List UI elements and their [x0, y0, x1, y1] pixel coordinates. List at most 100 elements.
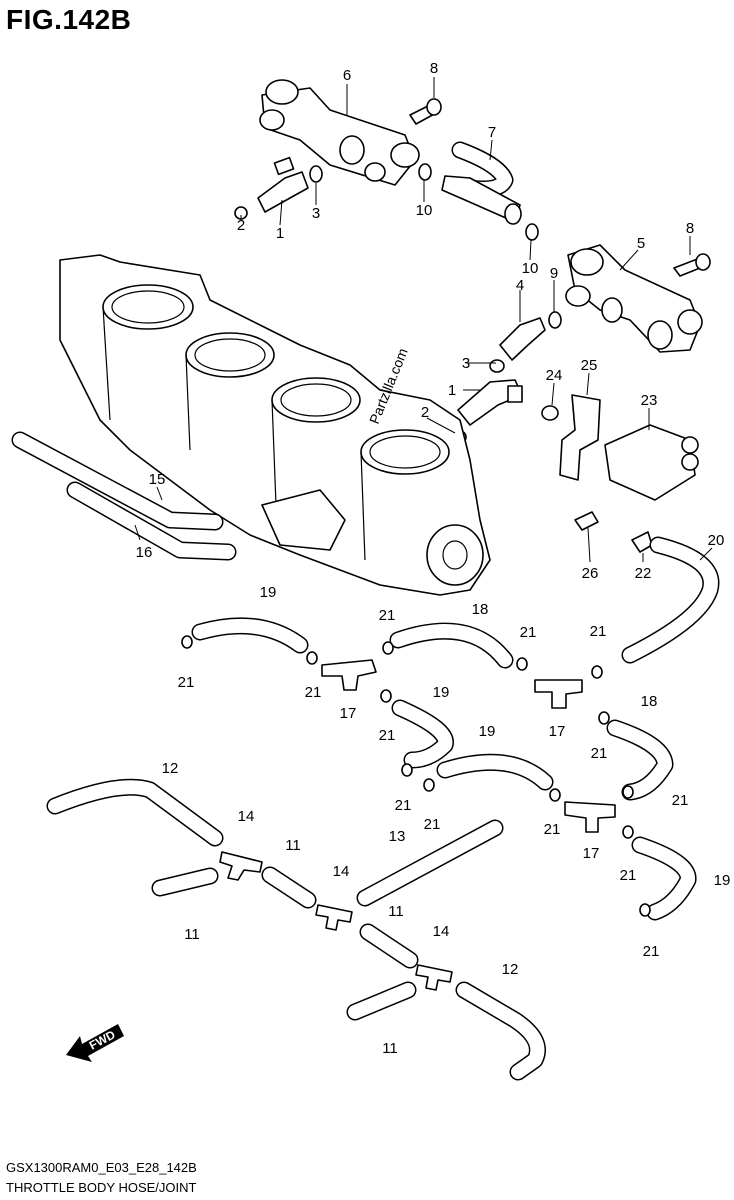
hose-11-a	[151, 867, 219, 897]
hose-19-mid	[391, 699, 454, 769]
screw-26	[574, 511, 599, 531]
callout-23: 23	[641, 392, 658, 409]
callout-19: 19	[260, 584, 277, 601]
callout-21: 21	[424, 816, 441, 833]
callout-11: 11	[388, 903, 404, 920]
joint-17-right	[564, 801, 616, 833]
hose-12-left	[46, 778, 224, 847]
callout-21: 21	[544, 821, 561, 838]
callout-10: 10	[416, 202, 433, 219]
callout-21: 21	[643, 943, 660, 960]
callout-21: 21	[520, 624, 537, 641]
callout-19: 19	[479, 723, 496, 740]
callout-21: 21	[395, 797, 412, 814]
callout-1: 1	[276, 225, 284, 242]
bolt-upper	[409, 98, 442, 125]
callout-2: 2	[421, 404, 429, 421]
callout-22: 22	[635, 565, 652, 582]
nut-24	[541, 405, 559, 421]
throttle-body-assembly	[59, 254, 491, 596]
callout-26: 26	[582, 565, 599, 582]
callout-16: 16	[136, 544, 153, 561]
callout-21: 21	[591, 745, 608, 762]
hose-19-right	[631, 836, 697, 921]
callout-8: 8	[430, 60, 438, 77]
fuel-delivery-pipe-right	[565, 244, 703, 353]
callout-17: 17	[340, 705, 357, 722]
callout-17: 17	[549, 723, 566, 740]
callout-11: 11	[184, 926, 200, 943]
fuel-injector-lower	[457, 379, 523, 426]
bracket	[559, 394, 601, 481]
callout-3: 3	[462, 355, 470, 372]
callout-17: 17	[583, 845, 600, 862]
o-ring-lower	[489, 359, 505, 373]
hose-19-upper	[191, 617, 309, 654]
callout-21: 21	[672, 792, 689, 809]
hose-12-right	[455, 981, 546, 1081]
forward-arrow-icon: FWD	[66, 1024, 124, 1062]
callout-3: 3	[312, 205, 320, 222]
callout-21: 21	[590, 623, 607, 640]
hose-11-c	[359, 923, 419, 969]
callout-9: 9	[550, 265, 558, 282]
callout-6: 6	[343, 67, 351, 84]
fuel-injector-upper	[257, 156, 309, 213]
callout-14: 14	[433, 923, 450, 940]
hose-18-lower	[606, 719, 674, 801]
callout-19: 19	[433, 684, 450, 701]
joint-17-mid	[534, 679, 583, 709]
figure-code: GSX1300RAM0_E03_E28_142B	[6, 1160, 197, 1175]
leader-lines	[134, 77, 713, 563]
tee-14-mid	[315, 904, 353, 931]
callout-25: 25	[581, 357, 598, 374]
callout-5: 5	[637, 235, 645, 252]
fuel-delivery-pipe-upper	[259, 79, 420, 186]
callout-12: 12	[162, 760, 179, 777]
callout-20: 20	[708, 532, 725, 549]
callout-11: 11	[285, 837, 301, 854]
o-ring-upper	[309, 165, 323, 183]
callout-21: 21	[305, 684, 322, 701]
tee-14-left	[219, 851, 263, 881]
callout-18: 18	[472, 601, 489, 618]
callout-13: 13	[389, 828, 406, 845]
hose-13	[356, 819, 504, 907]
hose-clamps	[181, 635, 651, 917]
callout-2: 2	[237, 217, 245, 234]
callout-1: 1	[448, 382, 456, 399]
callout-18: 18	[641, 693, 658, 710]
hose-15	[11, 431, 224, 531]
hose-19-lower	[436, 753, 554, 791]
callout-21: 21	[178, 674, 195, 691]
purge-control-solenoid	[604, 424, 699, 501]
callout-14: 14	[333, 863, 350, 880]
fuel-joint-4	[499, 317, 546, 361]
joint-17-left	[321, 659, 377, 691]
figure-title: FIG.142B	[6, 4, 132, 35]
callout-24: 24	[546, 367, 563, 384]
callout-7: 7	[488, 124, 496, 141]
callout-21: 21	[379, 727, 396, 744]
tee-14-right	[415, 964, 453, 991]
hose-16	[66, 481, 237, 561]
hose-18-upper	[389, 622, 514, 669]
hose-20	[621, 536, 720, 664]
figure-name: THROTTLE BODY HOSE/JOINT	[6, 1180, 197, 1195]
callout-8: 8	[686, 220, 694, 237]
callout-15: 15	[149, 471, 166, 488]
hose-11-d	[346, 981, 417, 1021]
fuel-joint-upper	[441, 175, 522, 225]
callout-21: 21	[379, 607, 396, 624]
callout-labels: 6 8 7 3 1 2 10 10 8 5 4 9 3 1 2 24 25 23…	[136, 60, 731, 1057]
callout-12: 12	[502, 961, 519, 978]
callout-4: 4	[516, 277, 524, 294]
callout-11: 11	[382, 1040, 398, 1057]
callout-14: 14	[238, 808, 255, 825]
o-ring-10-right	[525, 223, 539, 241]
clamp-22	[631, 531, 653, 553]
callout-21: 21	[620, 867, 637, 884]
callout-10: 10	[522, 260, 539, 277]
o-ring-10-left	[418, 163, 432, 181]
